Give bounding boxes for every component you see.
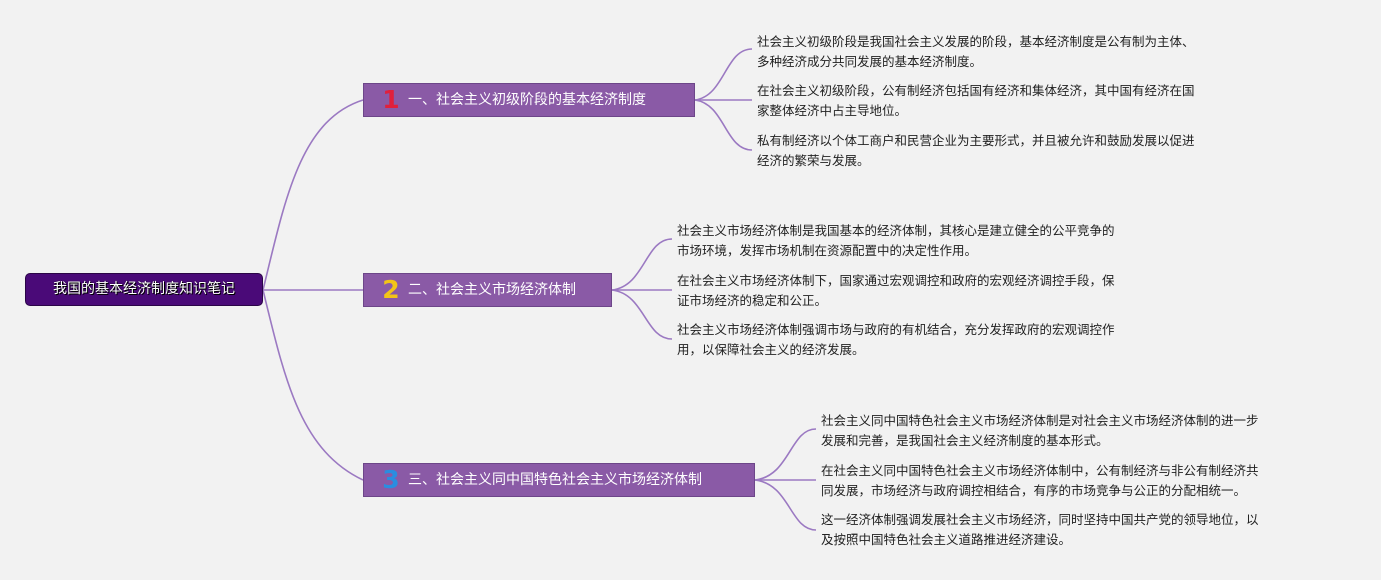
branch-node-2[interactable]: 2 二、社会主义市场经济体制 bbox=[363, 273, 612, 307]
note-line: 社会主义初级阶段是我国社会主义发展的阶段，基本经济制度是公有制为主体、 bbox=[757, 34, 1195, 49]
note-line: 同发展，市场经济与政府调控相结合，有序的市场竞争与公正的分配相统一。 bbox=[821, 483, 1247, 498]
number-badge-3: 3 bbox=[382, 465, 400, 494]
branch-2-to-note-1 bbox=[611, 238, 673, 291]
note-3-2[interactable]: 在社会主义同中国特色社会主义市场经济体制中，公有制经济与非公有制经济共 同发展，… bbox=[821, 461, 1259, 501]
branch-3-to-note-3 bbox=[754, 479, 817, 531]
branch-2-to-note-3 bbox=[611, 289, 673, 340]
note-1-1[interactable]: 社会主义初级阶段是我国社会主义发展的阶段，基本经济制度是公有制为主体、 多种经济… bbox=[757, 32, 1195, 72]
note-2-1[interactable]: 社会主义市场经济体制是我国基本的经济体制，其核心是建立健全的公平竞争的 市场环境… bbox=[677, 221, 1115, 261]
note-line: 社会主义同中国特色社会主义市场经济体制是对社会主义市场经济体制的进一步 bbox=[821, 413, 1259, 428]
branch-1-to-note-1 bbox=[694, 48, 753, 101]
note-2-2[interactable]: 在社会主义市场经济体制下，国家通过宏观调控和政府的宏观经济调控手段，保 证市场经… bbox=[677, 271, 1115, 311]
branch-label-1: 一、社会主义初级阶段的基本经济制度 bbox=[408, 92, 646, 108]
note-1-3[interactable]: 私有制经济以个体工商户和民营企业为主要形式，并且被允许和鼓励发展以促进 经济的繁… bbox=[757, 131, 1195, 171]
note-3-3[interactable]: 这一经济体制强调发展社会主义市场经济，同时坚持中国共产党的领导地位，以 及按照中… bbox=[821, 510, 1259, 550]
root-to-branch-1 bbox=[262, 99, 364, 291]
root-to-branch-3 bbox=[262, 289, 364, 481]
note-2-3[interactable]: 社会主义市场经济体制强调市场与政府的有机结合，充分发挥政府的宏观调控作 用，以保… bbox=[677, 320, 1115, 360]
note-line: 在社会主义同中国特色社会主义市场经济体制中，公有制经济与非公有制经济共 bbox=[821, 463, 1259, 478]
branch-label-3: 三、社会主义同中国特色社会主义市场经济体制 bbox=[408, 472, 702, 488]
note-line: 市场环境，发挥市场机制在资源配置中的决定性作用。 bbox=[677, 243, 978, 258]
branch-node-1[interactable]: 1 一、社会主义初级阶段的基本经济制度 bbox=[363, 83, 695, 117]
note-line: 用，以保障社会主义的经济发展。 bbox=[677, 342, 865, 357]
number-badge-2: 2 bbox=[382, 275, 400, 304]
branch-1-to-note-3 bbox=[694, 99, 753, 151]
branch-3-to-note-1 bbox=[754, 428, 817, 481]
number-badge-1: 1 bbox=[382, 85, 400, 114]
note-3-1[interactable]: 社会主义同中国特色社会主义市场经济体制是对社会主义市场经济体制的进一步 发展和完… bbox=[821, 411, 1259, 451]
note-line: 经济的繁荣与发展。 bbox=[757, 153, 870, 168]
note-line: 私有制经济以个体工商户和民营企业为主要形式，并且被允许和鼓励发展以促进 bbox=[757, 133, 1195, 148]
note-1-2[interactable]: 在社会主义初级阶段，公有制经济包括国有经济和集体经济，其中国有经济在国 家整体经… bbox=[757, 81, 1195, 121]
note-line: 家整体经济中占主导地位。 bbox=[757, 103, 908, 118]
note-line: 在社会主义市场经济体制下，国家通过宏观调控和政府的宏观经济调控手段，保 bbox=[677, 273, 1115, 288]
note-line: 及按照中国特色社会主义道路推进经济建设。 bbox=[821, 532, 1072, 547]
note-line: 发展和完善，是我国社会主义经济制度的基本形式。 bbox=[821, 433, 1109, 448]
note-line: 社会主义市场经济体制是我国基本的经济体制，其核心是建立健全的公平竞争的 bbox=[677, 223, 1115, 238]
note-line: 证市场经济的稳定和公正。 bbox=[677, 293, 828, 308]
note-line: 这一经济体制强调发展社会主义市场经济，同时坚持中国共产党的领导地位，以 bbox=[821, 512, 1259, 527]
root-node[interactable]: 我国的基本经济制度知识笔记 bbox=[25, 273, 263, 306]
note-line: 多种经济成分共同发展的基本经济制度。 bbox=[757, 54, 983, 69]
note-line: 社会主义市场经济体制强调市场与政府的有机结合，充分发挥政府的宏观调控作 bbox=[677, 322, 1115, 337]
branch-label-2: 二、社会主义市场经济体制 bbox=[408, 282, 576, 298]
branch-node-3[interactable]: 3 三、社会主义同中国特色社会主义市场经济体制 bbox=[363, 463, 755, 497]
note-line: 在社会主义初级阶段，公有制经济包括国有经济和集体经济，其中国有经济在国 bbox=[757, 83, 1195, 98]
